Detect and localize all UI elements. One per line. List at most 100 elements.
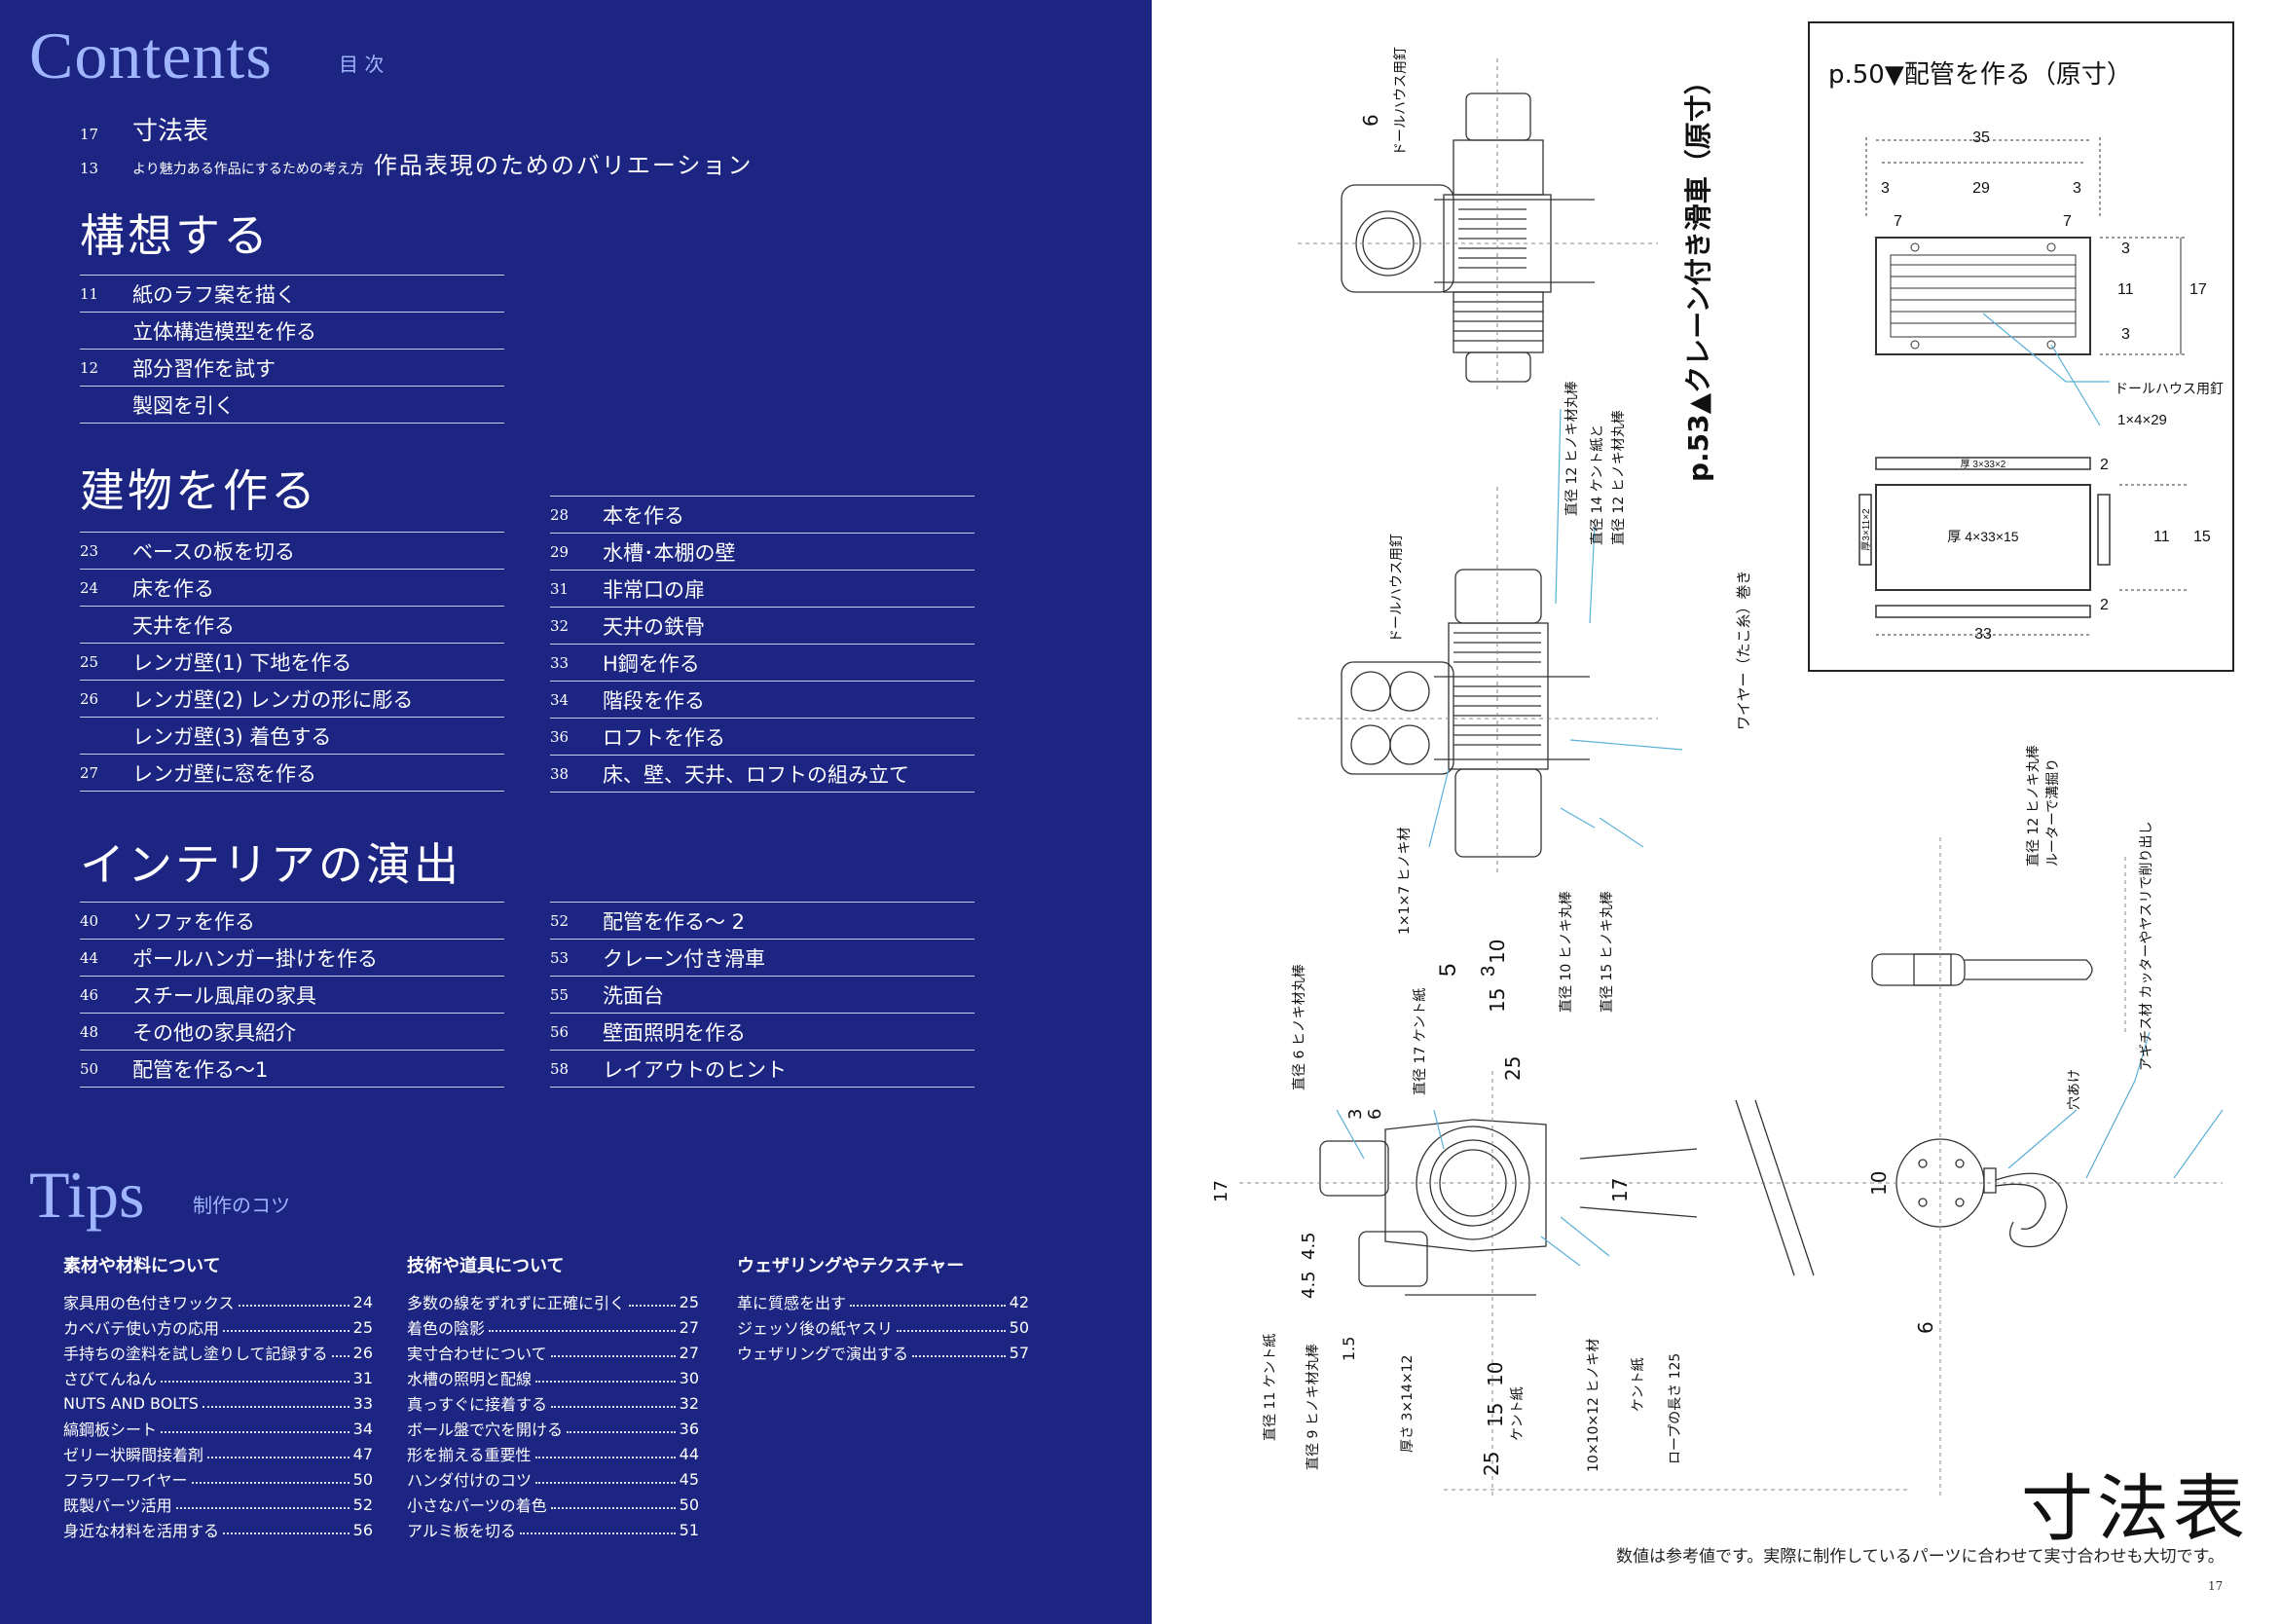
tip-page: 50: [679, 1495, 699, 1514]
dot-leader: [238, 1305, 350, 1307]
tip-page: 32: [679, 1393, 699, 1413]
tip-page: 30: [679, 1368, 699, 1387]
toc-item[interactable]: 製図を引く: [80, 387, 504, 424]
tip-label: フラワーワイヤー: [63, 1471, 188, 1490]
dot-leader: [331, 1355, 350, 1357]
toc-label: 階段を作る: [603, 688, 705, 713]
toc-page-number: 12: [80, 358, 99, 377]
page-number: 17: [2208, 1579, 2224, 1593]
toc-item[interactable]: 天井を作る: [80, 607, 504, 644]
pipe-drawing: 35 29 3 3 7 7 3 11 17 3 ドールハウス用釘 1×4×29 …: [1858, 129, 2224, 643]
toc-label: その他の家具紹介: [132, 1020, 296, 1045]
toc-label: 立体構造模型を作る: [132, 319, 316, 344]
toc-top-item[interactable]: 17 寸法表: [80, 111, 208, 146]
tip-item[interactable]: ハンダ付けのコツ 45: [407, 1466, 699, 1492]
tip-label: ボール盤で穴を開ける: [407, 1421, 564, 1439]
dim-3-right: 3: [2073, 180, 2081, 197]
toc-page-number: 24: [80, 578, 99, 597]
toc-item[interactable]: レンガ壁(3) 着色する: [80, 718, 504, 755]
dim-6-top: 6: [1359, 114, 1382, 127]
tip-label: 革に質感を出す: [737, 1294, 847, 1312]
toc-page-number: 46: [80, 985, 99, 1004]
dim-10-hook: 10: [1867, 1170, 1891, 1196]
tip-label: NUTS AND BOLTS: [63, 1393, 199, 1413]
dim-3-left: 3: [1881, 180, 1890, 197]
section-title: インテリアの演出: [80, 838, 461, 891]
toc-item[interactable]: 立体構造模型を作る: [80, 313, 504, 350]
dot-leader: [489, 1330, 676, 1332]
toc-label: 紙のラフ案を描く: [132, 282, 296, 307]
dot-leader: [535, 1381, 676, 1383]
dim-10-a: 10: [1486, 939, 1509, 964]
tip-label: アルミ板を切る: [407, 1522, 516, 1540]
dim-4-5-b: 4.5: [1299, 1271, 1319, 1299]
pipe-drawing-frame: [1808, 21, 2234, 672]
tip-label: ジェッソ後の紙ヤスリ: [737, 1319, 894, 1338]
dot-leader: [550, 1355, 676, 1357]
tip-label: 手持ちの塗料を試し塗りして記録する: [63, 1345, 328, 1363]
kent-14-label: 直径 14 ケント紙と: [1590, 424, 1605, 545]
tip-label: ハンダ付けのコツ: [407, 1471, 533, 1490]
toc-top-item[interactable]: 13 より魅力ある作品にするための考え方 作品表現のためのバリエーション: [80, 146, 753, 181]
tip-page: 27: [679, 1317, 699, 1337]
toc-label: レンガ壁(1) 下地を作る: [132, 650, 352, 675]
hole-label: 穴あけ: [2067, 1069, 2082, 1110]
material-1x1x7-label: 1×1×7 ヒノキ材: [1397, 827, 1413, 935]
tip-page: 31: [352, 1368, 373, 1387]
tips-subtitle: 制作のコツ: [193, 1194, 290, 1217]
tip-page: 45: [679, 1469, 699, 1489]
toc-page-number: 27: [80, 763, 99, 782]
toc-page-number: 36: [550, 727, 570, 746]
dim-35: 35: [1972, 129, 1990, 146]
rope-length-label: ロープの長さ 125: [1668, 1352, 1683, 1464]
